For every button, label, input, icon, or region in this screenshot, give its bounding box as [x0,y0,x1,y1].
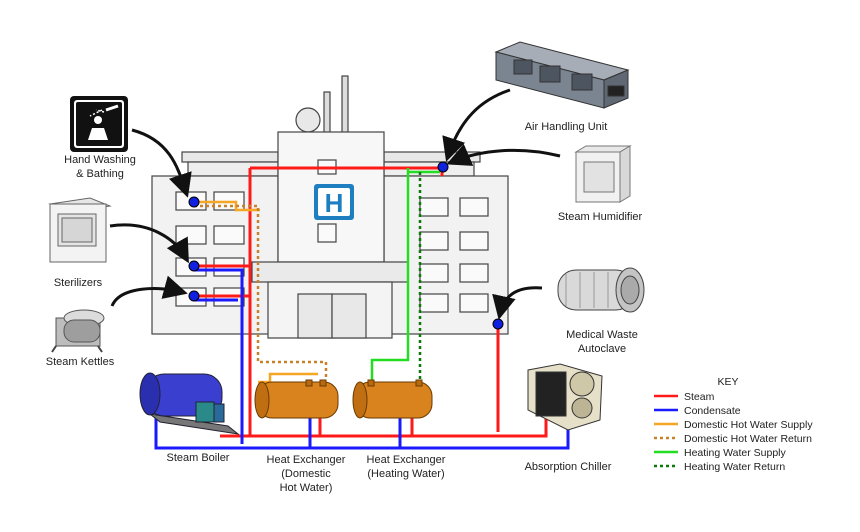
connector-autoclave [492,318,504,330]
label-air-handling-unit: Air Handling Unit [525,121,608,133]
label-autoclave-1: Medical Waste [566,329,638,341]
shower-icon [70,96,128,152]
label-hx-domestic-1: Heat Exchanger [267,454,346,466]
equipment-labels: Hand Washing & Bathing Sterilizers Steam… [46,121,643,494]
heating-water-supply-pipes [370,168,440,384]
sterilizer-icon [48,197,112,263]
label-hx-heating-1: Heat Exchanger [367,454,446,466]
legend-label-dhw-return: Domestic Hot Water Return [684,433,812,445]
legend-title: KEY [717,376,738,388]
connector-sterilizers [188,260,200,272]
legend-label-hw-supply: Heating Water Supply [684,447,786,459]
label-sterilizers: Sterilizers [54,277,103,289]
connector-dots [188,161,504,330]
callout-arrows [109,88,561,320]
legend-label-dhw-supply: Domestic Hot Water Supply [684,419,813,431]
air-handling-unit-icon [494,41,630,109]
connector-hand-washing [188,196,200,208]
label-steam-boiler: Steam Boiler [167,452,230,464]
hospital-sign: H [314,184,354,220]
legend-label-hw-return: Heating Water Return [684,461,785,473]
heat-exchanger-heating-icon [352,379,433,419]
label-steam-kettles: Steam Kettles [46,356,115,368]
steam-kettle-icon [51,309,105,353]
steam-boiler-icon [139,372,240,435]
connector-steam-kettles [188,290,200,302]
steam-humidifier-icon [574,145,632,203]
label-hand-washing-2: & Bathing [76,168,124,180]
label-steam-humidifier: Steam Humidifier [558,211,643,223]
heat-exchanger-domestic-icon [254,379,339,419]
label-hx-domestic-2: (Domestic [281,468,331,480]
connector-air-handling [437,161,449,173]
hospital-sign-letter: H [325,188,344,218]
legend: KEY Steam Condensate Domestic Hot Water … [654,376,813,473]
domestic-hot-water-return-pipes [194,204,328,380]
absorption-chiller-icon [527,363,603,431]
legend-label-condensate: Condensate [684,405,741,417]
label-hx-domestic-3: Hot Water) [280,482,333,494]
legend-label-steam: Steam [684,391,715,403]
label-hx-heating-2: (Heating Water) [367,468,444,480]
label-autoclave-2: Autoclave [578,343,626,355]
label-hand-washing-1: Hand Washing [64,154,136,166]
medical-waste-autoclave-icon [557,267,645,313]
label-absorption-chiller: Absorption Chiller [525,461,612,473]
